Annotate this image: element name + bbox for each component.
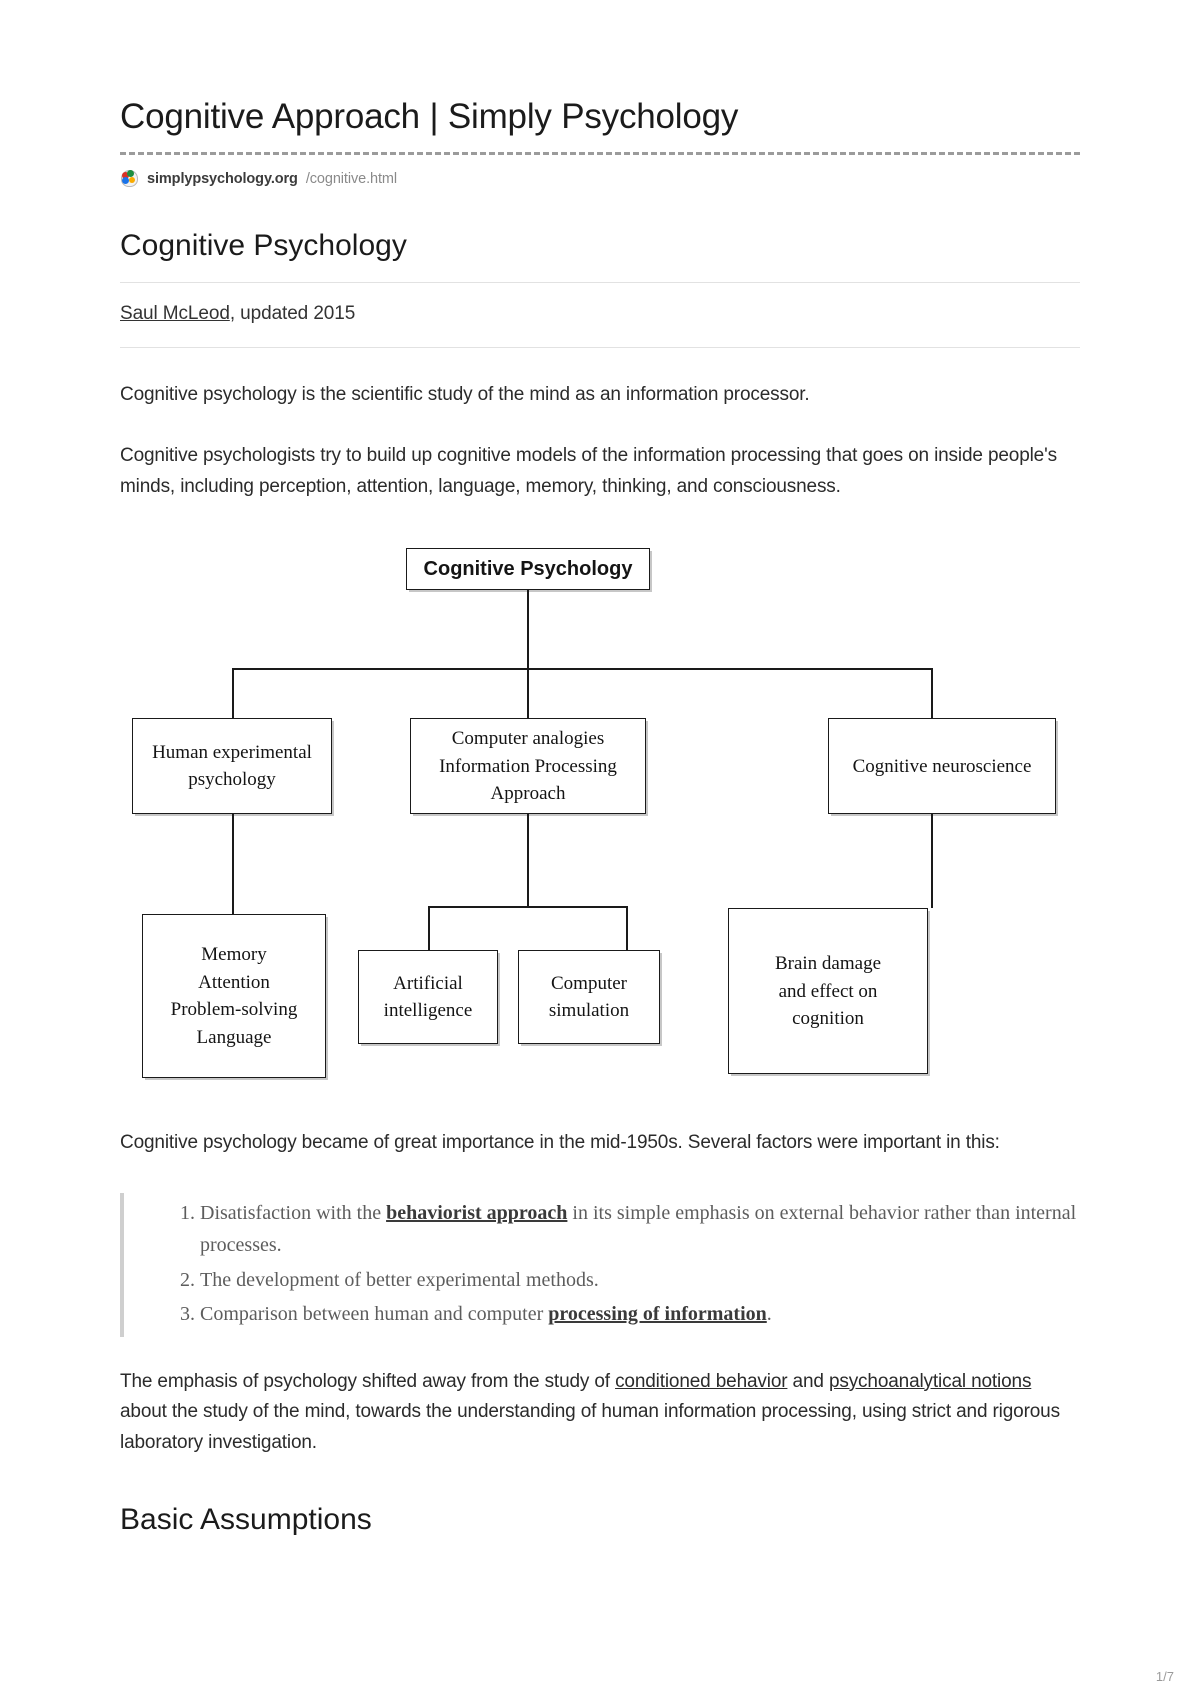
site-favicon-icon (120, 169, 139, 188)
psychoanalytical-notions-link[interactable]: psychoanalytical notions (828, 1370, 1032, 1392)
diagram-brain-line1: Brain damage (774, 952, 882, 974)
diagram-ai-line2: intelligence (383, 1000, 473, 1022)
diagram-root-label: Cognitive Psychology (423, 557, 633, 580)
list-item-1-text-after: in its simple emphasis on external behav… (200, 1202, 1077, 1257)
byline-divider (120, 347, 1080, 348)
list-item: Disatisfaction with the behaviorist appr… (200, 1197, 1080, 1262)
diagram-box-computer-simulation: Computer simulation (518, 950, 660, 1045)
diagram-human-line2: psychology (188, 769, 276, 791)
source-domain: simplypsychology.org (147, 170, 298, 187)
article-title: Cognitive Psychology (120, 229, 407, 262)
list-item: Comparison between human and computer pr… (200, 1298, 1080, 1330)
diagram-human-line1: Human experimental (152, 741, 312, 763)
diagram-connector-neuro-to-brain (931, 814, 933, 909)
conditioned-behavior-link[interactable]: conditioned behavior (615, 1370, 788, 1392)
diagram-connector-drop-mid (527, 668, 529, 719)
diagram-connector-drop-simulation (626, 906, 628, 951)
list-item-1-text-before: Disatisfaction with the (200, 1202, 387, 1225)
diagram-box-computer-analogies: Computer analogies Information Processin… (410, 718, 646, 815)
para4-text-1: The emphasis of psychology shifted away … (120, 1370, 616, 1392)
paragraph-intro: Cognitive psychology is the scientific s… (120, 384, 810, 405)
byline-date: , updated 2015 (229, 303, 356, 324)
diagram-computer-line2: Information Processing (439, 755, 617, 777)
diagram-sim-line2: simulation (548, 1000, 630, 1022)
diagram-box-artificial-intelligence: Artificial intelligence (358, 950, 498, 1045)
cognitive-psychology-diagram: Cognitive Psychology Human experimental … (110, 538, 1070, 1098)
diagram-brain-line2: and effect on (778, 980, 878, 1002)
list-item-3-text-after: . (766, 1303, 772, 1326)
processing-of-information-link[interactable]: processing of information (548, 1303, 767, 1326)
diagram-connector-bus-level3 (428, 906, 626, 908)
paragraph-emphasis-shift: The emphasis of psychology shifted away … (120, 1367, 1080, 1459)
diagram-memory-line3: Problem-solving (170, 999, 298, 1021)
diagram-computer-line1: Computer analogies (451, 727, 605, 749)
behaviorist-approach-link[interactable]: behaviorist approach (386, 1202, 568, 1225)
list-item: The development of better experimental m… (200, 1264, 1080, 1296)
diagram-memory-line2: Attention (198, 971, 270, 993)
diagram-box-human-experimental-psychology: Human experimental psychology (132, 718, 332, 815)
title-divider (120, 282, 1080, 283)
factors-list-container: Disatisfaction with the behaviorist appr… (120, 1193, 1080, 1337)
diagram-connector-human-to-memory (232, 814, 234, 915)
page-number: 1/7 (1155, 1669, 1174, 1684)
diagram-connector-drop-right (931, 668, 933, 719)
paragraph-models: Cognitive psychologists try to build up … (120, 444, 1057, 497)
diagram-box-cognitive-neuroscience: Cognitive neuroscience (828, 718, 1056, 815)
diagram-box-root: Cognitive Psychology (406, 548, 650, 591)
page-title: Cognitive Approach | Simply Psychology (120, 97, 739, 136)
diagram-ai-line1: Artificial (393, 972, 463, 994)
source-url-line: simplypsychology.org/cognitive.html (120, 169, 1080, 188)
paragraph-importance: Cognitive psychology became of great imp… (120, 1132, 1000, 1154)
diagram-sim-line1: Computer (551, 972, 627, 994)
diagram-box-brain-damage: Brain damage and effect on cognition (728, 908, 928, 1075)
dashed-divider (120, 152, 1080, 155)
section-heading-basic-assumptions: Basic Assumptions (120, 1502, 372, 1536)
diagram-connector-bus-level2 (232, 668, 932, 670)
list-item-3-text-before: Comparison between human and computer (200, 1303, 549, 1326)
source-path: /cognitive.html (305, 170, 398, 187)
para4-text-3: about the study of the mind, towards the… (120, 1401, 1060, 1454)
author-link[interactable]: Saul McLeod (120, 303, 230, 324)
diagram-memory-line1: Memory (201, 944, 267, 966)
para4-text-2: and (787, 1370, 829, 1392)
diagram-brain-line3: cognition (792, 1008, 864, 1030)
byline: Saul McLeod, updated 2015 (120, 283, 1080, 347)
diagram-memory-line4: Language (196, 1026, 272, 1048)
diagram-connector-drop-ai (428, 906, 430, 951)
diagram-connector-drop-left (232, 668, 234, 719)
list-item-2-text: The development of better experimental m… (200, 1268, 599, 1291)
diagram-neuro-label: Cognitive neuroscience (852, 755, 1032, 777)
diagram-computer-line3: Approach (490, 783, 566, 805)
diagram-box-memory-attention: Memory Attention Problem-solving Languag… (142, 914, 326, 1079)
diagram-connector-computer-stem (527, 814, 529, 907)
diagram-connector-root-stem (527, 590, 529, 669)
